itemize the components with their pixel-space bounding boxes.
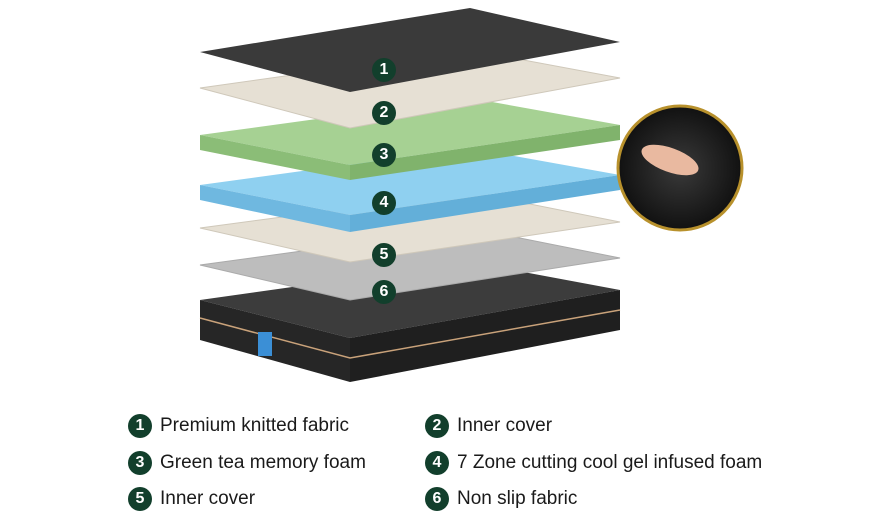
badge-6: 6 — [372, 280, 396, 304]
legend-label: Non slip fabric — [457, 488, 578, 509]
legend-badge: 5 — [128, 487, 152, 511]
legend-item-4: 4 7 Zone cutting cool gel infused foam — [425, 451, 762, 475]
legend-item-6: 6 Non slip fabric — [425, 487, 577, 511]
badge-4: 4 — [372, 191, 396, 215]
legend-item-3: 3 Green tea memory foam — [128, 451, 366, 475]
layer-1-knitted-fabric — [200, 8, 620, 92]
pressure-inset-photo — [616, 104, 744, 232]
layer-3-green-tea-foam — [200, 98, 620, 180]
hand-icon — [641, 144, 699, 176]
legend-item-1: 1 Premium knitted fabric — [128, 414, 349, 438]
badge-1: 1 — [372, 58, 396, 82]
layer-4-gel-foam — [200, 148, 620, 232]
legend-label: Premium knitted fabric — [160, 415, 350, 436]
legend-badge: 3 — [128, 451, 152, 475]
legend-label: Green tea memory foam — [160, 452, 366, 473]
legend-label: 7 Zone cutting cool gel infused foam — [457, 452, 763, 473]
legend-badge: 6 — [425, 487, 449, 511]
legend-label: Inner cover — [160, 488, 256, 509]
legend-badge: 2 — [425, 414, 449, 438]
legend-badge: 1 — [128, 414, 152, 438]
mattress-base — [199, 262, 621, 382]
brand-tag — [258, 332, 272, 356]
legend-label: Inner cover — [457, 415, 553, 436]
legend-item-5: 5 Inner cover — [128, 487, 255, 511]
legend-badge: 4 — [425, 451, 449, 475]
badge-2: 2 — [372, 101, 396, 125]
legend-item-2: 2 Inner cover — [425, 414, 552, 438]
badge-3: 3 — [372, 143, 396, 167]
badge-5: 5 — [372, 243, 396, 267]
